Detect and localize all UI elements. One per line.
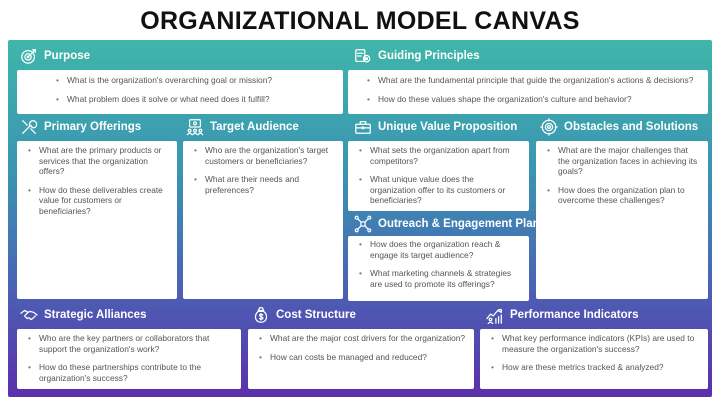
target-audience-block: Target Audience Who are the organization… [180, 115, 346, 301]
guiding-principles-card: What are the fundamental principle that … [348, 70, 708, 114]
purpose-item-1: What is the organization's overarching g… [56, 75, 335, 86]
target-icon [21, 49, 36, 64]
outreach-item-2: What marketing channels & strategies are… [359, 268, 521, 289]
wrench-icon [22, 120, 38, 134]
performance-title: Performance Indicators [510, 309, 639, 321]
cost-structure-header: Cost Structure [246, 303, 474, 327]
primary-offerings-item-2: How do these deliverables create value f… [28, 185, 169, 217]
audience-icon [186, 119, 204, 136]
target-audience-item-2: What are their needs and preferences? [194, 174, 335, 195]
primary-offerings-title: Primary Offerings [44, 121, 142, 133]
chart-person-icon [486, 308, 502, 324]
document-gear-icon [355, 49, 371, 63]
outreach-item-1: How does the organization reach & engage… [359, 239, 521, 260]
performance-item-1: What key performance indicators (KPIs) a… [491, 333, 700, 354]
guiding-principles-item-1: What are the fundamental principle that … [367, 75, 700, 86]
primary-offerings-block: Primary Offerings What are the primary p… [14, 115, 180, 301]
performance-card: What key performance indicators (KPIs) a… [480, 329, 708, 389]
target-audience-item-1: Who are the organization's target custom… [194, 145, 335, 166]
page-title: ORGANIZATIONAL MODEL CANVAS [140, 7, 580, 35]
guiding-principles-item-2: How do these values shape the organizati… [367, 94, 700, 105]
obstacles-header: Obstacles and Solutions [534, 115, 708, 139]
outreach-title: Outreach & Engagement Plan [378, 218, 540, 230]
purpose-item-2: What problem does it solve or what need … [56, 94, 335, 105]
cost-structure-item-2: How can costs be managed and reduced? [259, 352, 466, 363]
target-audience-card: Who are the organization's target custom… [183, 141, 343, 299]
strategic-alliances-title: Strategic Alliances [44, 309, 147, 321]
strategic-alliances-block: Strategic Alliances Who are the key part… [14, 303, 241, 389]
strategic-alliances-item-1: Who are the key partners or collaborator… [28, 333, 233, 354]
cost-structure-block: Cost Structure What are the major cost d… [246, 303, 474, 389]
purpose-block: Purpose What is the organization's overa… [14, 44, 343, 116]
outreach-header: Outreach & Engagement Plan [348, 212, 540, 236]
obstacles-block: Obstacles and Solutions What are the maj… [534, 115, 708, 301]
guiding-principles-block: Guiding Principles What are the fundamen… [348, 44, 708, 116]
obstacles-item-1: What are the major challenges that the o… [547, 145, 700, 177]
unique-value-item-2: What unique value does the organization … [359, 174, 521, 206]
primary-offerings-header: Primary Offerings [14, 115, 180, 139]
purpose-header: Purpose [14, 44, 343, 68]
unique-value-card: What sets the organization apart from co… [348, 141, 529, 211]
outreach-card: How does the organization reach & engage… [348, 236, 529, 301]
cost-structure-card: What are the major cost drivers for the … [248, 329, 474, 389]
canvas-board: Purpose What is the organization's overa… [8, 40, 712, 397]
unique-value-header: Unique Value Proposition [348, 115, 531, 139]
purpose-title: Purpose [44, 50, 91, 62]
unique-value-item-1: What sets the organization apart from co… [359, 145, 521, 166]
outreach-block: Outreach & Engagement Plan How does the … [348, 212, 540, 301]
briefcase-icon [355, 120, 371, 134]
performance-header: Performance Indicators [480, 303, 708, 327]
primary-offerings-card: What are the primary products or service… [17, 141, 177, 299]
network-icon [354, 215, 372, 233]
unique-value-block: Unique Value Proposition What sets the o… [348, 115, 531, 213]
handshake-icon [20, 309, 38, 321]
cost-structure-title: Cost Structure [276, 309, 356, 321]
gear-icon [540, 118, 558, 136]
obstacles-card: What are the major challenges that the o… [536, 141, 708, 299]
purpose-card: What is the organization's overarching g… [17, 70, 343, 114]
primary-offerings-item-1: What are the primary products or service… [28, 145, 169, 177]
target-audience-title: Target Audience [210, 121, 299, 133]
money-bag-icon [254, 307, 268, 323]
strategic-alliances-item-2: How do these partnerships contribute to … [28, 362, 233, 383]
obstacles-title: Obstacles and Solutions [564, 121, 699, 133]
obstacles-item-2: How does the organization plan to overco… [547, 185, 700, 206]
target-audience-header: Target Audience [180, 115, 346, 139]
performance-item-2: How are these metrics tracked & analyzed… [491, 362, 700, 373]
cost-structure-item-1: What are the major cost drivers for the … [259, 333, 466, 344]
guiding-principles-title: Guiding Principles [378, 50, 480, 62]
strategic-alliances-card: Who are the key partners or collaborator… [17, 329, 241, 389]
performance-block: Performance Indicators What key performa… [480, 303, 708, 389]
unique-value-title: Unique Value Proposition [378, 121, 518, 133]
strategic-alliances-header: Strategic Alliances [14, 303, 241, 327]
guiding-principles-header: Guiding Principles [348, 44, 708, 68]
